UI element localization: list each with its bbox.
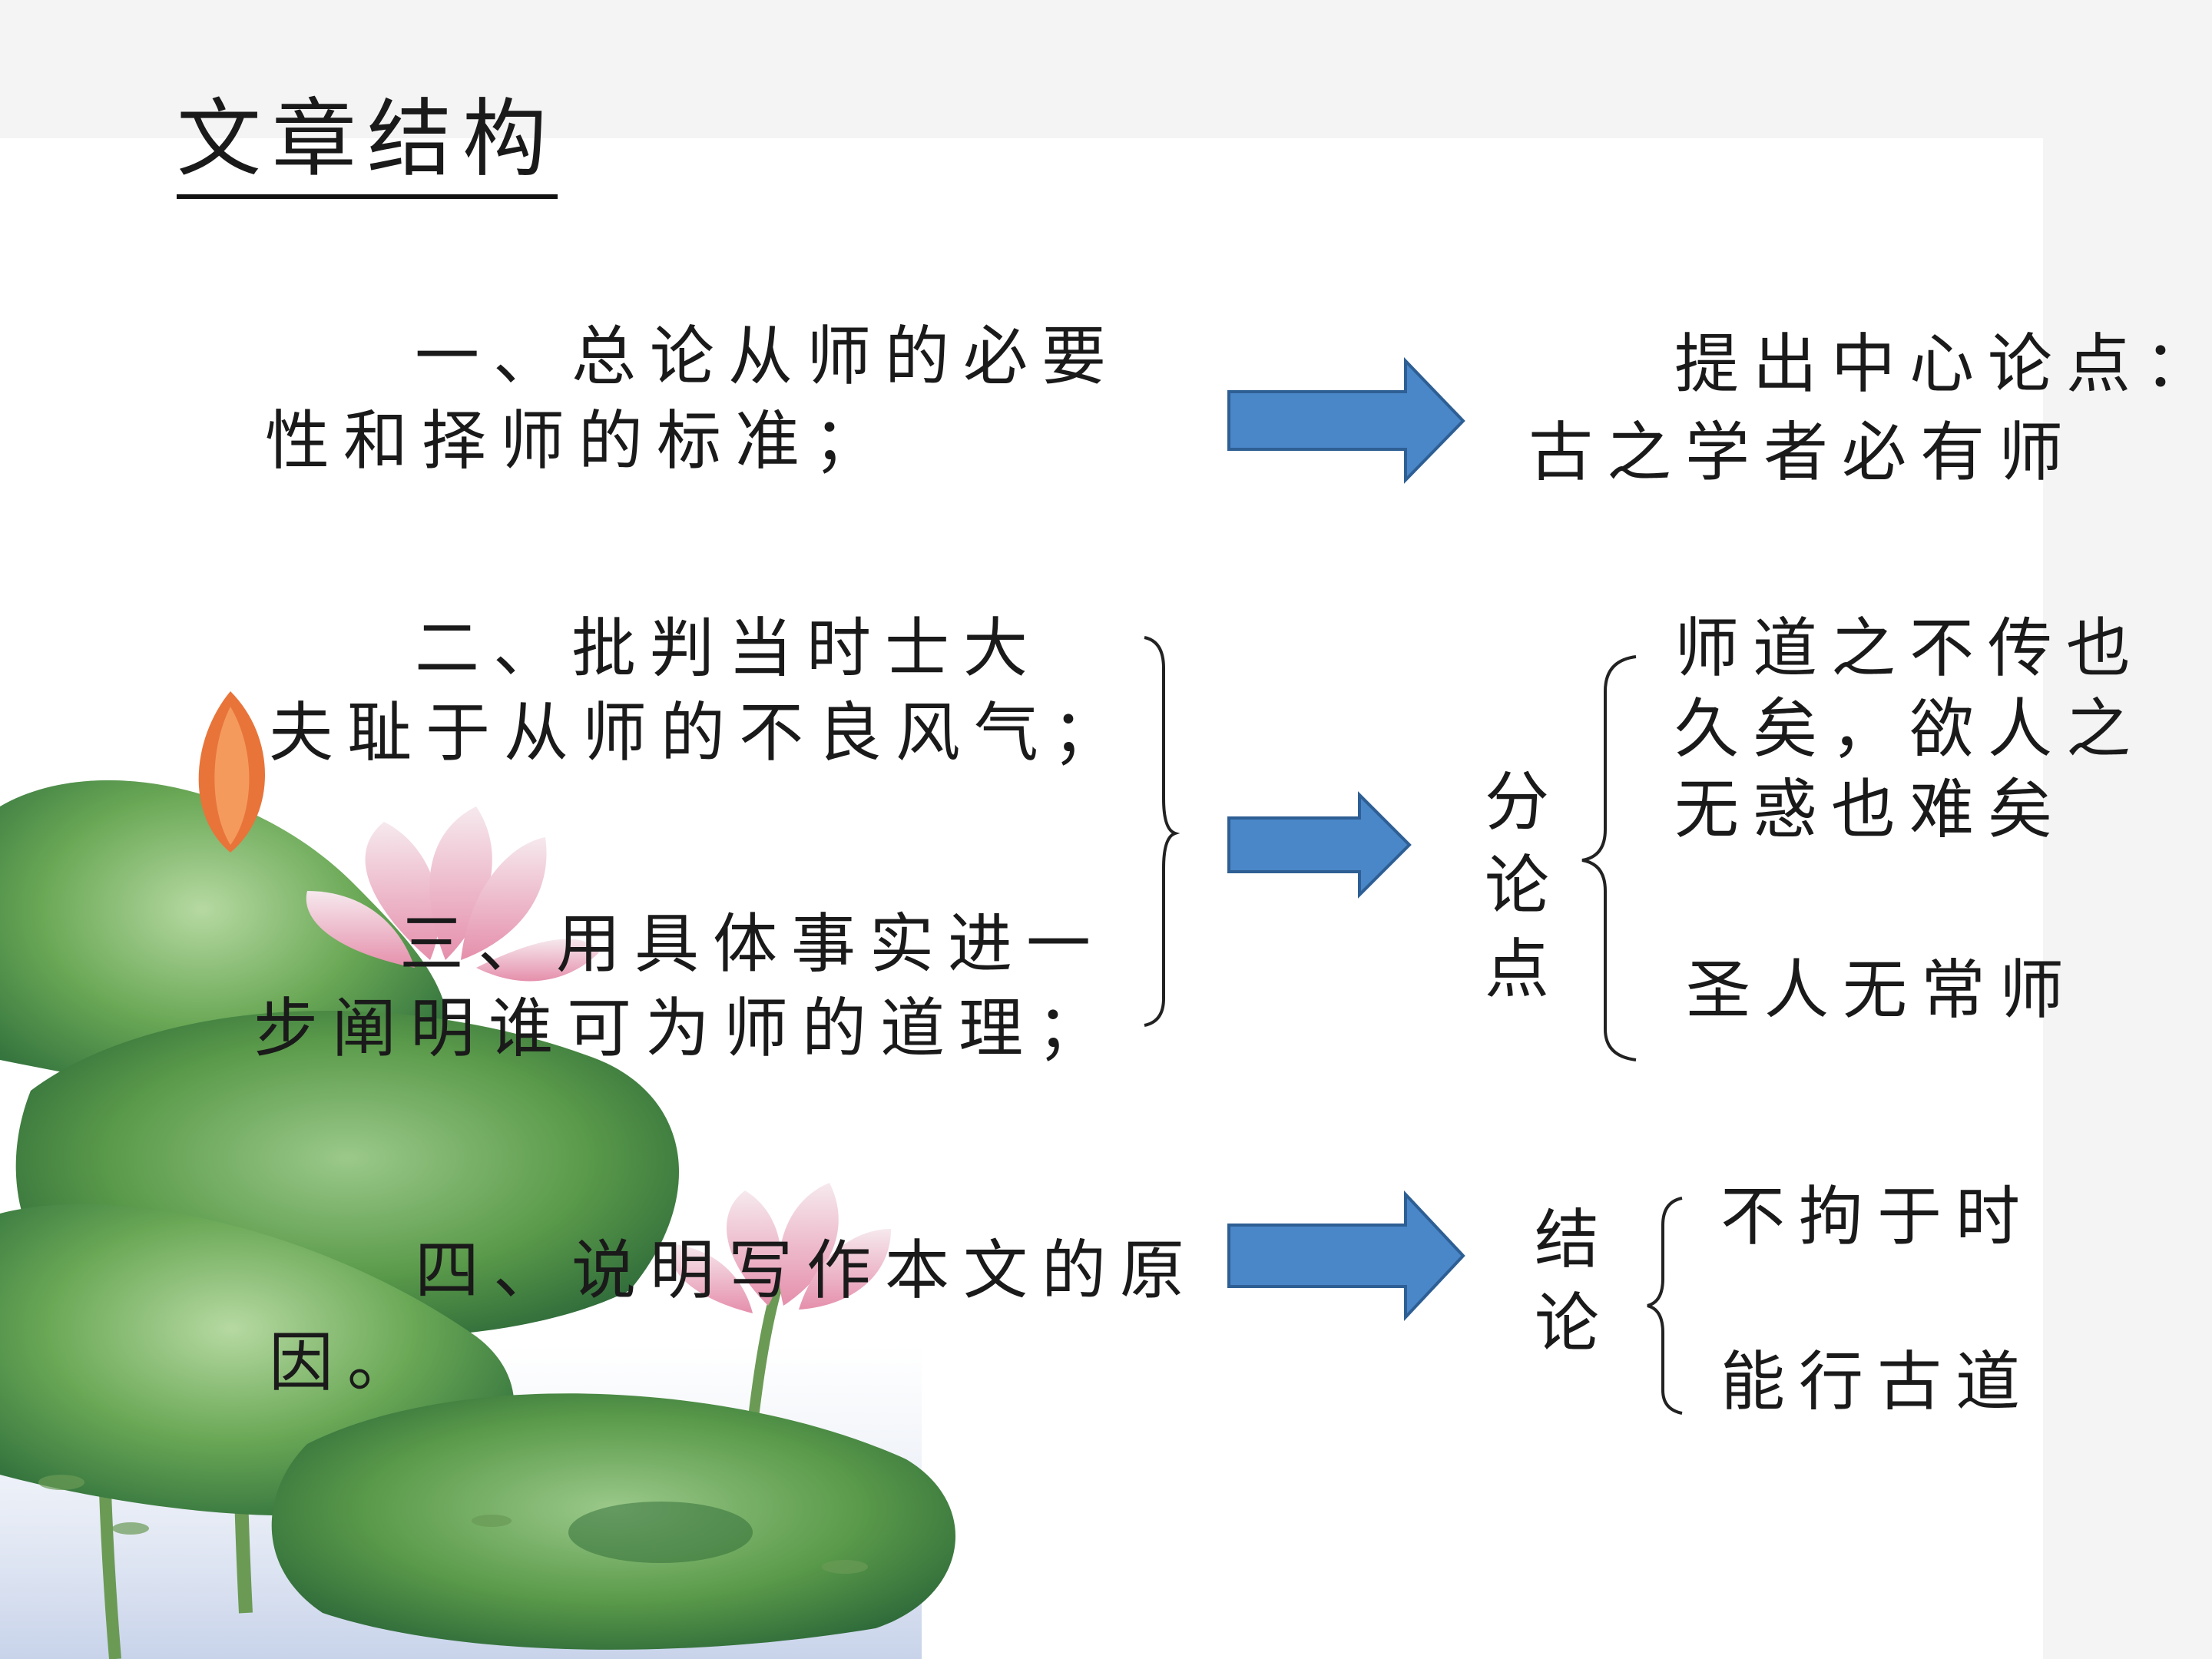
curly-brace-icon (1144, 636, 1181, 1027)
lotus-flower (306, 806, 599, 982)
conclusion-point-2: 能行古道 (1720, 1344, 2035, 1419)
section-4-line1: 四、说明写作本文的原 (415, 1233, 1199, 1308)
conclusion-label: 结论 (1534, 1202, 1599, 1362)
right-arrow-icon (1227, 357, 1465, 484)
section-1-line2: 性和择师的标准； (265, 403, 892, 478)
right-arrow-icon (1227, 1190, 1465, 1322)
sub-points-label: 分论点 (1484, 764, 1549, 1008)
section-3-line1: 三、用具体事实进一 (399, 906, 1105, 982)
conclusion-point-1: 不拘于时 (1720, 1179, 2035, 1254)
lotus-flower (671, 1183, 891, 1313)
section-4-line2: 因。 (269, 1325, 426, 1400)
sub-point-1-line1: 师道之不传也 (1674, 611, 2145, 686)
right-arrow-icon (1227, 791, 1412, 899)
section-1-line1: 一、总论从师的必要 (415, 319, 1121, 394)
sub-point-1-line3: 无惑也难矣 (1674, 772, 2067, 847)
page-title: 文章结构 (177, 88, 558, 199)
thesis-label: 提出中心论点： (1674, 326, 2212, 402)
section-2-line2: 夫耻于从师的不良风气； (269, 695, 1131, 770)
sub-point-1-line2: 久矣，欲人之 (1674, 691, 2145, 767)
section-2-line1: 二、批判当时士大 (415, 611, 1042, 686)
top-background-band (0, 0, 2212, 138)
thesis-text: 古之学者必有师 (1528, 415, 2078, 490)
sub-point-2: 圣人无常师 (1686, 952, 2078, 1028)
right-background-band (2043, 0, 2212, 1659)
section-3-line2: 步阐明谁可为师的道理； (253, 991, 1116, 1066)
curly-brace-icon (1647, 1197, 1683, 1415)
curly-brace-icon (1581, 655, 1637, 1061)
